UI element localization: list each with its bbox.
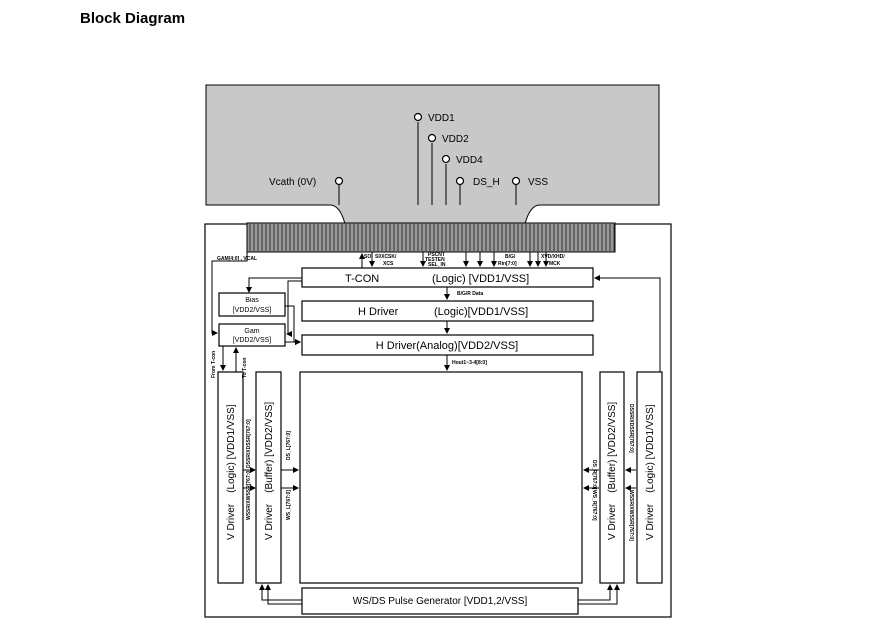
svg-text:DSSR/XDSSR[767:0]: DSSR/XDSSR[767:0]	[246, 419, 252, 468]
svg-text:XCS: XCS	[383, 261, 394, 267]
pin-ds-h: DS_H	[473, 177, 500, 188]
svg-text:From T-con: From T-con	[211, 351, 217, 378]
connector-strip	[246, 222, 616, 253]
svg-text:DS_L[767:0]: DS_L[767:0]	[286, 431, 292, 460]
v-driver-logic-left: V Driver (Logic) [VDD1/VSS]	[217, 371, 244, 584]
svg-text:B/G/: B/G/	[505, 254, 516, 260]
gam-block: Gam [VDD2/VSS]	[218, 323, 286, 347]
svg-text:PSCNT: PSCNT	[428, 252, 445, 258]
svg-text:WSSR/XWSSR[767:0]: WSSR/XWSSR[767:0]	[246, 469, 252, 520]
svg-text:Hout1~3-4[8:0]: Hout1~3-4[8:0]	[452, 360, 487, 366]
ws-ds-pulse-generator: WS/DS Pulse Generator [VDD1,2/VSS]	[301, 587, 579, 615]
svg-text:MCK: MCK	[549, 261, 561, 267]
svg-text:SI/XCSK/: SI/XCSK/	[375, 254, 397, 260]
pin-vdd4: VDD4	[456, 155, 483, 166]
display-area	[299, 371, 583, 584]
page-title: Block Diagram	[80, 10, 186, 27]
svg-text:To T-con: To T-con	[242, 358, 248, 378]
svg-text:Bias: Bias	[245, 297, 259, 304]
svg-text:T-CON: T-CON	[345, 273, 379, 285]
bias-block: Bias [VDD2/VSS]	[218, 292, 286, 317]
svg-text:DSSR/XDSSR[767:0]: DSSR/XDSSR[767:0]	[628, 404, 634, 453]
svg-text:V Driver (Logic) [VDD1/VSS]: V Driver (Logic) [VDD1/VSS]	[226, 404, 237, 540]
svg-text:WS_L[767:0]: WS_L[767:0]	[286, 490, 292, 520]
svg-text:GAM[4:0] , VCAL: GAM[4:0] , VCAL	[217, 256, 257, 262]
svg-text:Gam: Gam	[244, 328, 259, 335]
v-driver-buffer-left: V Driver (Buffer) [VDD2/VSS]	[255, 371, 282, 584]
svg-text:Rin[7:0]: Rin[7:0]	[498, 261, 517, 267]
signal-lines	[211, 252, 661, 605]
svg-text:(Logic)[VDD1/VSS]: (Logic)[VDD1/VSS]	[434, 306, 528, 318]
signal-labels: GAM[4:0] , VCAL SO SI/XCSK/ XCS PSCNT TE…	[211, 252, 634, 541]
svg-text:(Logic) [VDD1/VSS]: (Logic) [VDD1/VSS]	[432, 273, 529, 285]
svg-text:WS_R[767:0]: WS_R[767:0]	[591, 490, 597, 521]
tcon-block: T-CON (Logic) [VDD1/VSS]	[301, 267, 594, 288]
h-driver-logic-block: H Driver (Logic)[VDD1/VSS]	[301, 300, 594, 322]
svg-text:XVD/XHD/: XVD/XHD/	[541, 254, 565, 260]
svg-text:V Driver (Buffer) [VDD2/VSS: V Driver (Buffer) [VDD2/VSS]	[264, 402, 275, 540]
svg-text:H Driver: H Driver	[358, 306, 399, 318]
svg-text:B/G/R Data: B/G/R Data	[457, 291, 483, 297]
svg-text:V Driver (Logic) [VDD1/VSS]: V Driver (Logic) [VDD1/VSS]	[645, 404, 656, 540]
pin-vss: VSS	[528, 177, 548, 188]
h-driver-analog-block: H Driver(Analog)[VDD2/VSS]	[301, 334, 594, 356]
svg-text:H Driver(Analog)[VDD2/VSS]: H Driver(Analog)[VDD2/VSS]	[376, 340, 518, 352]
svg-text:SO: SO	[364, 254, 371, 260]
pin-vcath: Vcath (0V)	[269, 177, 316, 188]
svg-text:TESTEN: TESTEN	[425, 257, 445, 263]
svg-text:DS_R[767:0]: DS_R[767:0]	[591, 460, 597, 490]
svg-text:V Driver (Buffer) [VDD2/VSS: V Driver (Buffer) [VDD2/VSS]	[607, 402, 618, 540]
svg-text:WSSR/XWSSR[767:0]: WSSR/XWSSR[767:0]	[628, 490, 634, 541]
svg-text:[VDD2/VSS]: [VDD2/VSS]	[233, 337, 272, 344]
pin-vdd1: VDD1	[428, 113, 455, 124]
v-driver-buffer-right: V Driver (Buffer) [VDD2/VSS]	[599, 371, 625, 584]
pin-vdd2: VDD2	[442, 134, 469, 145]
svg-text:SEL_IN: SEL_IN	[428, 262, 446, 268]
v-driver-logic-right: V Driver (Logic) [VDD1/VSS]	[636, 371, 663, 584]
svg-text:WS/DS Pulse Generator [VDD1,2/: WS/DS Pulse Generator [VDD1,2/VSS]	[353, 596, 528, 607]
svg-text:[VDD2/VSS]: [VDD2/VSS]	[233, 307, 272, 314]
power-pins: VDD1 VDD2 VDD4 DS_H VSS Vcath (0V)	[269, 112, 548, 205]
